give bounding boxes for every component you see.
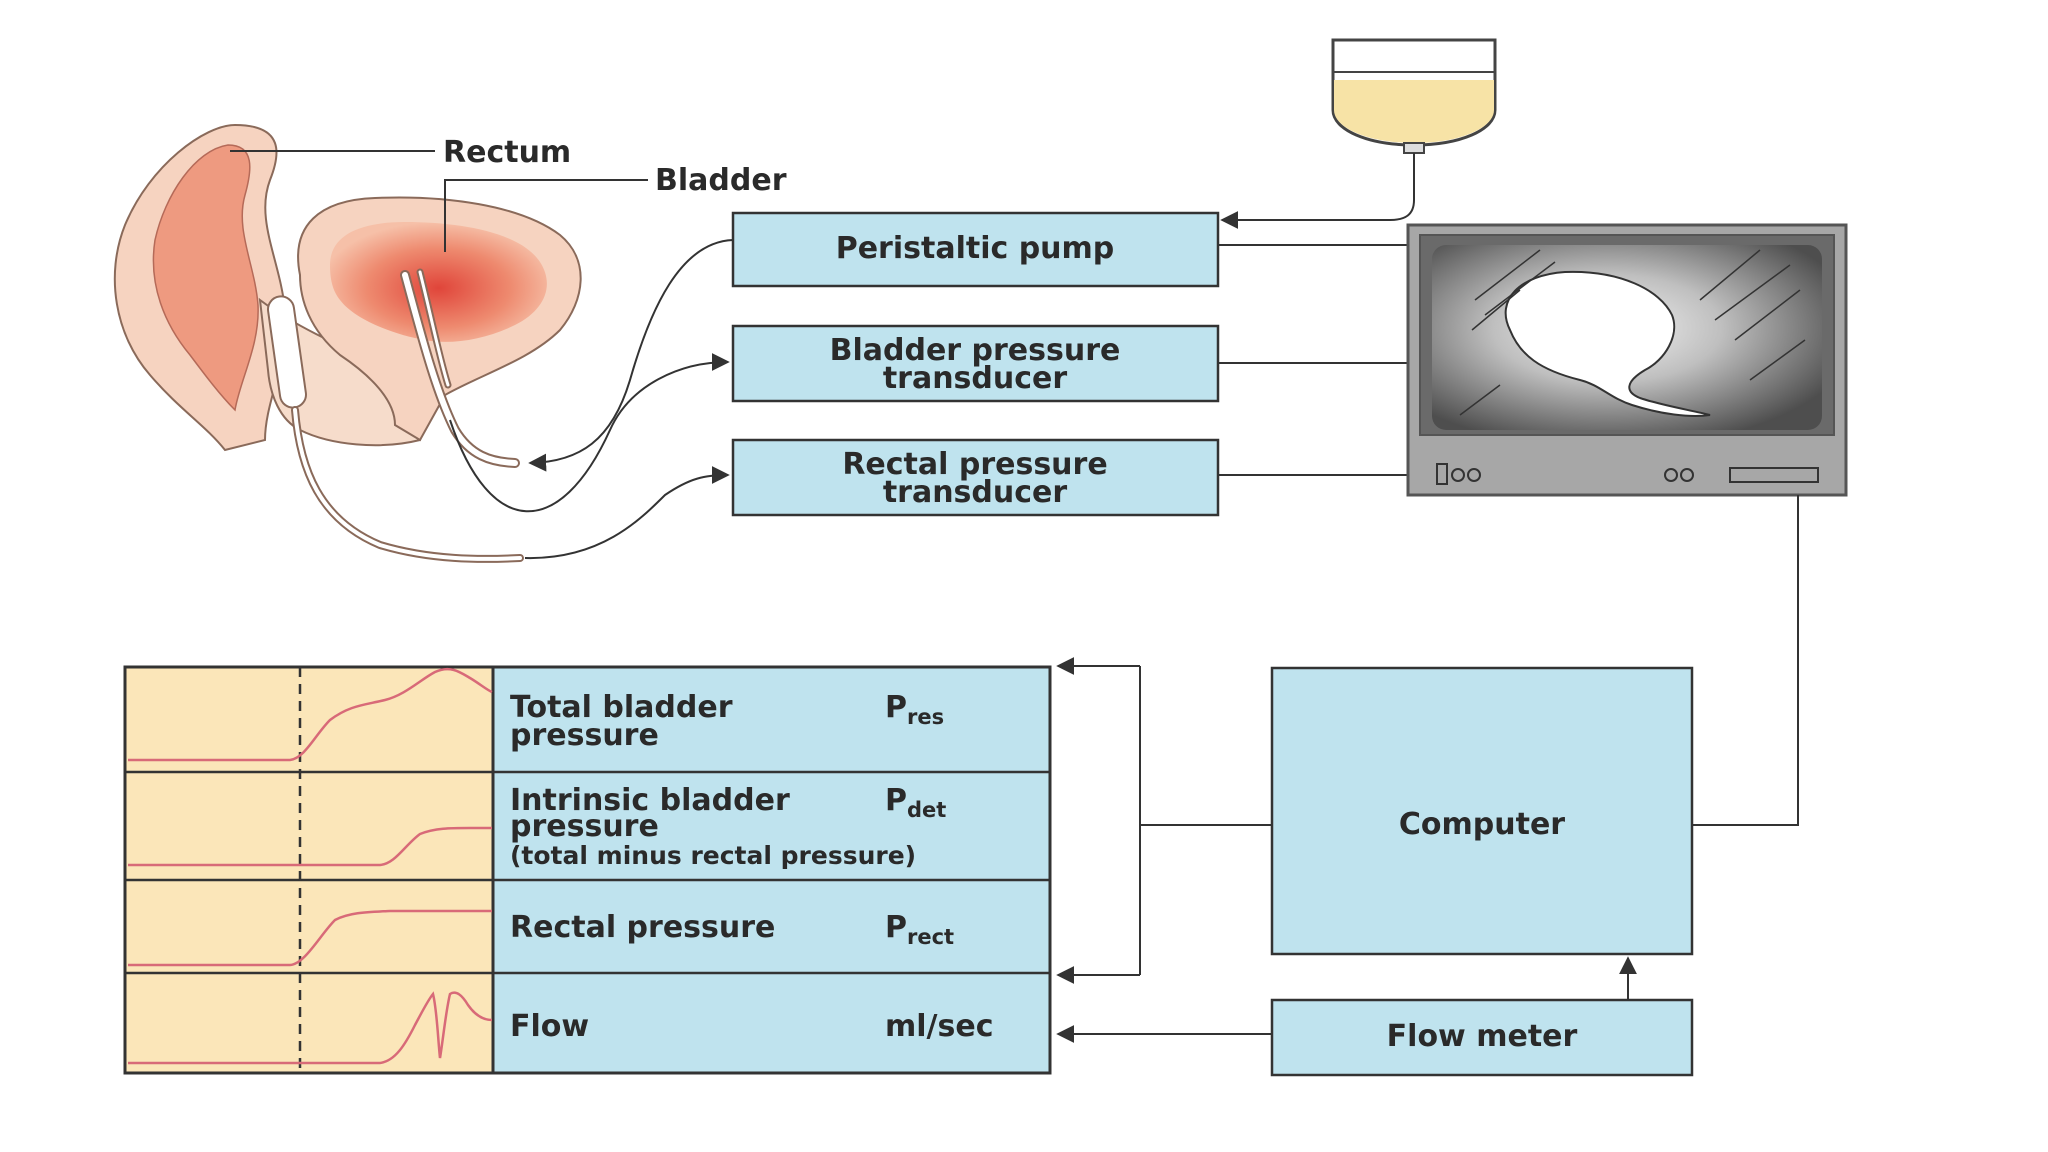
rectal-to-transducer-line xyxy=(524,466,730,560)
bladder-pressure-transducer-box: Bladder pressure transducer xyxy=(731,324,1220,403)
bladder-to-transducer-line xyxy=(449,353,730,513)
trace-row-subscript: res xyxy=(907,705,944,729)
trace-row-symbol: P xyxy=(885,690,907,725)
trace-row-label-line: Intrinsic bladder xyxy=(510,783,790,818)
trace-row-label-line: Flow xyxy=(510,1009,589,1044)
trace-row-symbol: P xyxy=(885,783,907,818)
monitor-to-computer-line xyxy=(1692,495,1799,826)
fluoroscopy-monitor xyxy=(1406,223,1848,497)
rectal-pressure-transducer-box: Rectal pressure transducer xyxy=(731,438,1220,517)
trace-row-rectal: Rectal pressure P rect xyxy=(510,910,954,949)
trace-row-label-line: pressure xyxy=(510,809,659,844)
trace-row-symbol: P xyxy=(885,910,907,945)
peristaltic-pump-box: Peristaltic pump xyxy=(731,211,1220,288)
trace-row-subscript: det xyxy=(907,798,946,822)
trace-row-label-line: pressure xyxy=(510,718,659,753)
trace-row-subscript: rect xyxy=(907,925,954,949)
anatomy-illustration: Rectum Bladder xyxy=(113,123,787,563)
trace-panel: Total bladder pressure P res Intrinsic b… xyxy=(123,665,1052,1075)
rectum-label: Rectum xyxy=(443,135,571,170)
pump-to-bladder-line xyxy=(528,239,734,472)
trace-flow xyxy=(128,991,493,1065)
catheter-connectors xyxy=(449,239,734,560)
trace-total-bladder-pressure xyxy=(128,667,493,762)
trace-rectal-pressure xyxy=(128,909,492,967)
trace-row-intrinsic-bladder: Intrinsic bladder pressure (total minus … xyxy=(510,783,946,870)
infusion-line xyxy=(1220,153,1415,229)
bladder-image-outline xyxy=(1504,270,1711,417)
trace-row-label-line: (total minus rectal pressure) xyxy=(510,841,916,870)
computer-output-lines xyxy=(1056,657,1272,1043)
trace-row-label-line: Rectal pressure xyxy=(510,910,775,945)
trace-row-flow: Flow ml/sec xyxy=(510,1009,994,1044)
bladder-transducer-line-1: Bladder pressure xyxy=(830,333,1121,368)
bladder-lumen xyxy=(330,222,547,342)
peristaltic-pump-label: Peristaltic pump xyxy=(836,231,1115,266)
flow-meter-box: Flow meter xyxy=(1270,998,1694,1077)
bladder-transducer-line-2: transducer xyxy=(883,361,1068,396)
bladder-label: Bladder xyxy=(655,163,787,198)
rectal-transducer-line-2: transducer xyxy=(883,475,1068,510)
flow-meter-label: Flow meter xyxy=(1387,1019,1578,1054)
trace-row-unit: ml/sec xyxy=(885,1009,994,1044)
fluid-bag xyxy=(1220,38,1497,229)
trace-row-label-line: Total bladder xyxy=(510,690,733,725)
computer-box: Computer xyxy=(1270,666,1694,956)
trace-row-total-bladder: Total bladder pressure P res xyxy=(510,690,944,753)
monitor-connectors xyxy=(1218,244,1410,476)
computer-label: Computer xyxy=(1399,807,1565,842)
bladder-leader-line xyxy=(444,179,648,252)
rectum-lumen xyxy=(152,144,259,412)
trace-intrinsic-bladder-pressure xyxy=(128,826,492,867)
rectal-transducer-line-1: Rectal pressure xyxy=(842,447,1107,482)
